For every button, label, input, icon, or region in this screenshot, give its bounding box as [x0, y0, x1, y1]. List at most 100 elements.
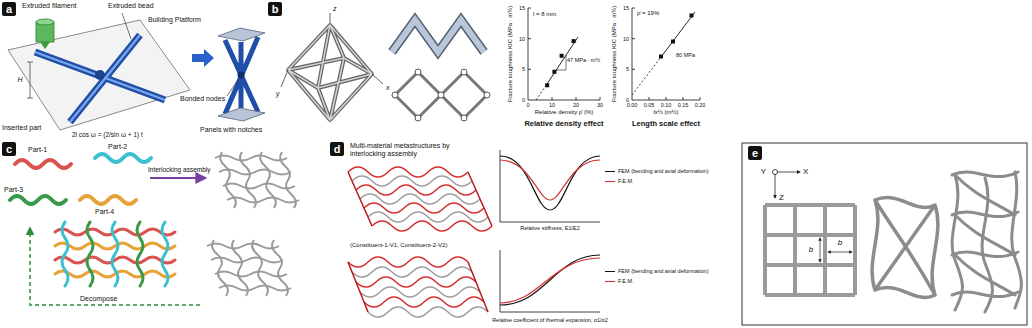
- data-point: [671, 40, 675, 44]
- extruded-beams: [35, 35, 165, 122]
- part-strand: [15, 160, 71, 168]
- leader-line: [122, 13, 131, 39]
- axis-line: [281, 13, 383, 87]
- separate-parts: [10, 154, 151, 204]
- axis-title: Relative stiffness, E1/E2: [520, 225, 580, 231]
- data-points: [659, 14, 694, 59]
- cell-struts: [872, 198, 938, 298]
- panel-badge: [748, 146, 762, 160]
- part-name: Part-2: [108, 143, 127, 151]
- chart-note: ρ̄ = 19%: [637, 10, 659, 17]
- tick-label: 30: [597, 102, 603, 108]
- assembled-lattice: [215, 152, 299, 208]
- woven-strand: [162, 222, 168, 286]
- dimension-label: b: [809, 245, 813, 254]
- data-point: [552, 70, 556, 74]
- surface-line: [360, 287, 480, 297]
- metastructure-bottom: [348, 257, 488, 317]
- surface-edge: [348, 172, 492, 226]
- data-point: [572, 39, 576, 43]
- chart-note: l = 8 mm: [533, 11, 556, 18]
- curved-unit-cell: [872, 198, 938, 298]
- cell-struts: [288, 25, 372, 120]
- axis-arrow: [775, 174, 776, 198]
- callout-label: Extruded filament: [22, 2, 76, 10]
- dimension-label: b: [838, 238, 842, 247]
- tick-label: 0: [526, 102, 529, 108]
- data-point: [659, 55, 663, 59]
- surface-line: [352, 267, 472, 277]
- surface-edge: [348, 262, 488, 312]
- curved-lattice: [952, 172, 1021, 312]
- part-name: Part-3: [4, 186, 23, 194]
- bonded-lattice: [225, 37, 258, 114]
- assembled-lattice-copy: [207, 240, 291, 296]
- panel-letter: e: [752, 147, 758, 160]
- callout-label: Building Platform: [148, 16, 201, 24]
- part-name: Part-1: [28, 146, 47, 154]
- strut-highlight-copy: [288, 25, 372, 120]
- axis-title: Relative coefficient of thermal expansio…: [492, 317, 608, 323]
- lattice-struts: [955, 175, 1015, 295]
- strut-outline: [392, 20, 484, 52]
- fem-curve: [500, 156, 600, 210]
- leader-line: [227, 80, 238, 96]
- legend-text: FEM (bending and axial deformation): [618, 268, 709, 274]
- data-point: [560, 54, 564, 58]
- surface-line: [356, 185, 476, 195]
- decompose-arrow: [30, 228, 200, 305]
- beam-highlight-copy: [35, 35, 165, 122]
- arrow-label: Decompose: [80, 295, 117, 303]
- data-point: [690, 14, 694, 18]
- panel-letter: a: [6, 3, 12, 16]
- axis-name: Z: [779, 193, 784, 202]
- lattice-strand: [260, 152, 276, 208]
- bonded-node: [238, 72, 245, 79]
- bottom-panel: [218, 108, 265, 121]
- lattice-node: [392, 92, 398, 98]
- panel-letter: c: [6, 143, 12, 156]
- woven-strand: [55, 243, 175, 249]
- woven-strand: [55, 229, 175, 235]
- lattice-strand: [220, 152, 236, 208]
- legend-sample: [605, 172, 615, 272]
- surface-line: [348, 167, 468, 177]
- surface-line: [352, 176, 472, 186]
- legend-text: F.E.M.: [618, 178, 634, 184]
- surface-line: [360, 194, 480, 204]
- callout-label: Extruded bead: [108, 2, 154, 10]
- axis-title: Fracture toughness KIC (MPa · m½): [611, 6, 618, 103]
- callout-label: Panels with notches: [200, 126, 262, 134]
- surface-line: [368, 212, 488, 222]
- panel-badge: [2, 142, 16, 156]
- model-curve: [500, 258, 600, 303]
- planar-lattice: [395, 72, 487, 118]
- callout-label: Inserted part: [2, 124, 41, 132]
- extrapolation-line: [632, 57, 661, 95]
- tick-label: 15: [519, 5, 525, 11]
- panel-heading: Multi-material metastructures by interlo…: [350, 142, 480, 158]
- surface-line: [372, 221, 492, 231]
- tick-label: 0.20: [695, 102, 706, 108]
- data-points: [545, 39, 575, 87]
- lattice-strand: [215, 156, 287, 161]
- lattice-strand: [280, 152, 296, 208]
- part-strand: [10, 196, 66, 204]
- lattice-node: [461, 69, 467, 75]
- arrow-label: Interlocking assembly: [148, 166, 211, 173]
- woven-strand: [137, 222, 143, 286]
- tick-label: 10: [549, 102, 555, 108]
- chart-caption: Length scale effect: [632, 120, 700, 129]
- panel-letter: b: [272, 3, 279, 16]
- formula: 2l cos ω = (2/sin ω + 1) t: [72, 131, 143, 138]
- chart-caption: Relative density effect: [524, 120, 603, 129]
- lattice-node: [438, 92, 444, 98]
- part-strand: [80, 196, 136, 204]
- woven-strand: [55, 257, 175, 263]
- tick-label: 20: [573, 102, 579, 108]
- lattice-node: [415, 115, 421, 121]
- part-name: Part-4: [95, 208, 114, 216]
- lattice-strand: [227, 198, 299, 203]
- lattice-node: [415, 69, 421, 75]
- dimension-arrow: [820, 238, 821, 262]
